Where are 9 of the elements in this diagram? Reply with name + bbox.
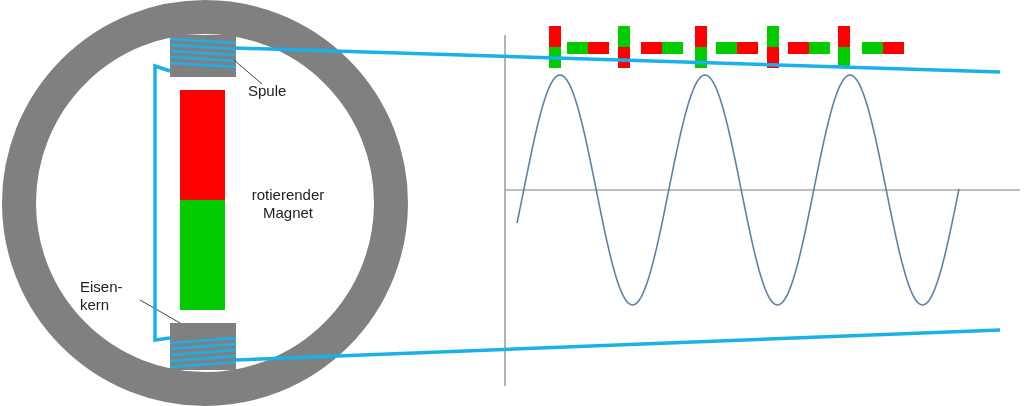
wire (153, 63, 171, 342)
part-label: Spule (248, 82, 287, 100)
leader-line (139, 299, 181, 324)
wire (235, 46, 1001, 74)
part-label: rotierender Magnet (250, 186, 326, 222)
part-label: Eisen- kern (80, 278, 125, 314)
leader-line (233, 59, 263, 85)
wire (235, 328, 1001, 362)
coil-drawing (169, 35, 237, 77)
